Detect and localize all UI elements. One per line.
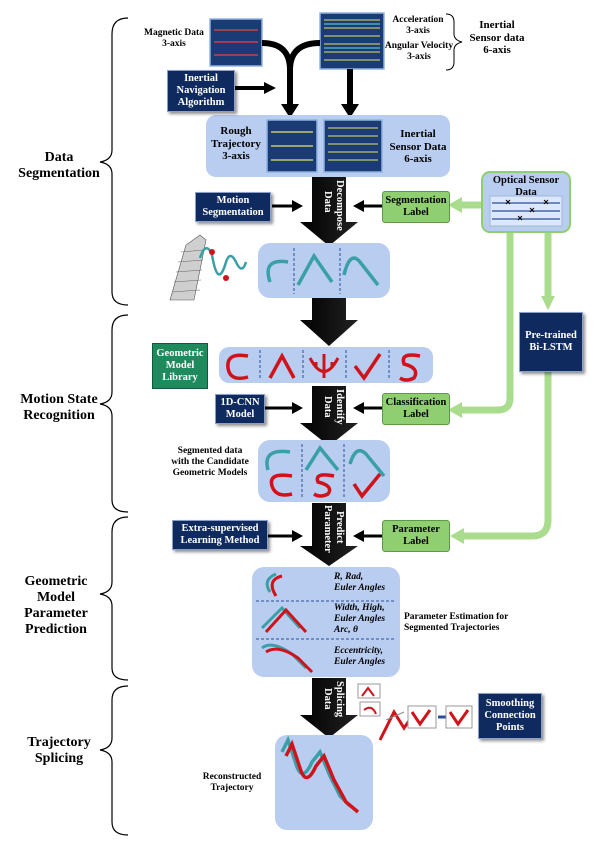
parameter-label-box: Parameter Label — [382, 520, 450, 552]
arrow-identify — [300, 386, 358, 446]
trajectory-ribbon — [169, 234, 207, 301]
brace-recognition — [99, 314, 129, 513]
inertial-navigation-box: Inertial Navigation Algorithm — [167, 70, 235, 112]
reconstructed-label: Reconstructed Trajectory — [202, 772, 262, 793]
smoothing-box: Smoothing Connection Points — [478, 693, 542, 739]
pretrained-box: Pre-trained Bi-LSTM — [519, 312, 583, 372]
segmented-data-label: Segmented data with the Candidate Geomet… — [171, 446, 249, 478]
classification-label-box: Classification Label — [382, 393, 450, 425]
motion-segmentation-box: Motion Segmentation — [195, 192, 271, 222]
section-motion-state: Motion State Recognition — [20, 392, 98, 424]
rough-trajectory-label: Rough Trajectory 3-axis — [211, 125, 261, 163]
arrow-block-1 — [300, 298, 358, 346]
green-arrow-classification — [458, 232, 514, 414]
brace-splicing — [99, 685, 129, 836]
param-row-3: Eccentricity, Euler Angles — [334, 646, 386, 667]
param-panel — [252, 567, 400, 677]
arrow-splicing — [300, 678, 358, 738]
predict-text: Predict Parameter — [322, 505, 346, 553]
inertial-sensor-data-label: Inertial Sensor Data 6-axis — [389, 128, 447, 166]
brace-parameter — [99, 516, 129, 681]
arrow-decompose — [300, 177, 358, 246]
extra-supervised-box: Extra-supervised Learning Method — [172, 520, 268, 550]
section-data-segmentation: Data Segmentation — [18, 150, 100, 182]
magnetic-data-label: Magnetic Data 3-axis — [144, 28, 204, 49]
arrow-predict — [300, 503, 358, 566]
brace-segmentation — [99, 17, 129, 306]
inertial-panel — [319, 12, 385, 70]
green-arrow-parameter — [460, 372, 552, 540]
decompose-text: Decompose Data — [322, 180, 346, 231]
cnn-model-box: 1D-CNN Model — [215, 394, 265, 424]
brace-inertial — [445, 13, 463, 71]
param-estimation-label: Parameter Estimation for Segmented Traje… — [404, 612, 509, 633]
angular-velocity-label: Angular Velocity 3-axis — [384, 41, 454, 62]
optical-sensor-label: Optical Sensor Data — [492, 175, 560, 199]
acceleration-label: Acceleration 3-axis — [392, 15, 444, 36]
inertial-sensor-6-label: Inertial Sensor data 6-axis — [469, 19, 525, 57]
section-trajectory-splicing: Trajectory Splicing — [27, 735, 91, 767]
geometric-library-box: Geometric Model Library — [152, 343, 208, 389]
param-row-1: R, Rad, Euler Angles — [334, 572, 386, 593]
splicing-text: Splicing Data — [322, 680, 346, 718]
param-row-2: Width, High, Euler Angles Arc, θ — [334, 603, 386, 635]
identify-text: Identify Data — [322, 389, 346, 425]
section-geometric-model: Geometric Model Parameter Prediction — [24, 574, 88, 638]
segmentation-label-box: Segmentation Label — [382, 191, 450, 223]
